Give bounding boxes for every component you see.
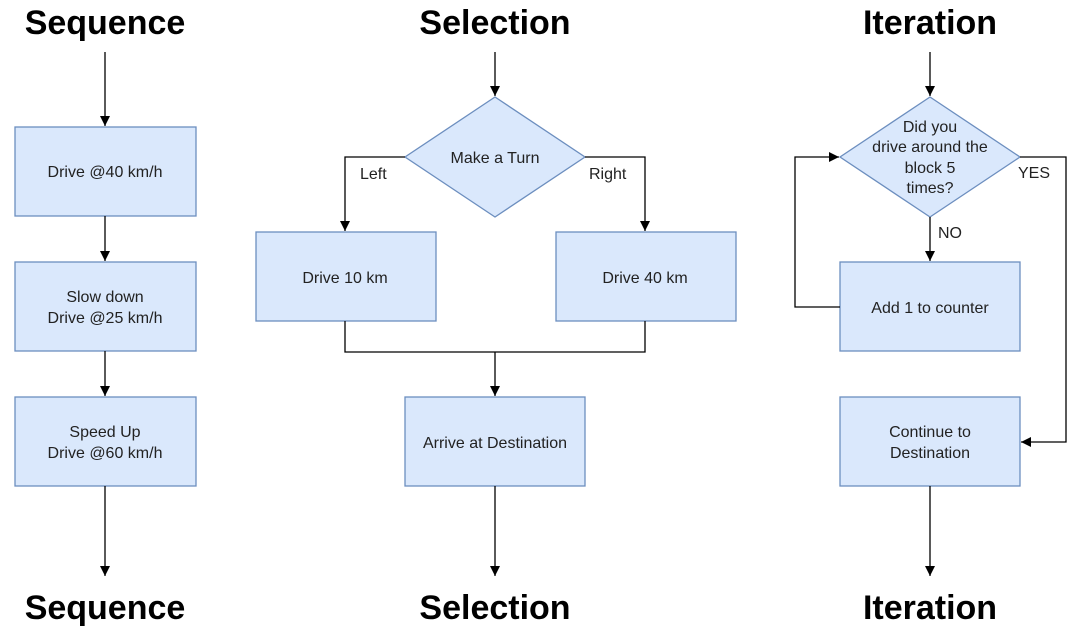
- iteration-decision-line-4: times?: [906, 180, 953, 197]
- iteration-end-box-line-2: Destination: [890, 445, 970, 462]
- iteration-decision-line-1: Did you: [903, 119, 957, 136]
- selection-column: Selection Make a Turn Left Right Drive 1…: [255, 4, 737, 627]
- selection-end-box-label: Arrive at Destination: [423, 435, 567, 452]
- iteration-decision-line-3: block 5: [905, 160, 956, 177]
- iteration-loop-box[interactable]: [839, 261, 1021, 352]
- selection-right-arrow: [585, 156, 650, 231]
- selection-merge-right-line: [495, 321, 646, 353]
- iteration-column: Iteration Did you drive around the block…: [794, 4, 1067, 627]
- selection-left-box-label: Drive 10 km: [302, 270, 387, 287]
- selection-left-box[interactable]: [255, 231, 437, 322]
- selection-right-label: Right: [589, 166, 627, 183]
- selection-decision-diamond[interactable]: [403, 96, 587, 218]
- iteration-decision-diamond[interactable]: [838, 96, 1022, 218]
- sequence-step-2-line-1: Slow down: [66, 289, 143, 306]
- iteration-decision-line-2: drive around the: [872, 139, 988, 156]
- sequence-step-3-box[interactable]: [14, 396, 197, 487]
- selection-end-box[interactable]: [404, 396, 586, 487]
- sequence-step-3-line-1: Speed Up: [69, 424, 140, 441]
- iteration-loop-back-arrow: [794, 152, 840, 308]
- selection-title-top: Selection: [419, 4, 570, 42]
- sequence-step-2-line-2: Drive @25 km/h: [48, 310, 163, 327]
- sequence-step-1-label: Drive @40 km/h: [48, 164, 163, 181]
- iteration-yes-label: YES: [1018, 165, 1050, 182]
- selection-decision-label: Make a Turn: [451, 150, 540, 167]
- selection-merge-left-line: [344, 321, 495, 353]
- iteration-title-bottom: Iteration: [863, 589, 997, 627]
- iteration-no-label: NO: [938, 225, 962, 242]
- selection-left-label: Left: [360, 166, 387, 183]
- iteration-yes-arrow: [1020, 156, 1067, 447]
- sequence-title-bottom: Sequence: [25, 589, 186, 627]
- selection-left-arrow: [340, 156, 405, 231]
- selection-right-box-label: Drive 40 km: [602, 270, 687, 287]
- sequence-title-top: Sequence: [25, 4, 186, 42]
- iteration-end-box-line-1: Continue to: [889, 424, 971, 441]
- selection-title-bottom: Selection: [419, 589, 570, 627]
- selection-right-box[interactable]: [555, 231, 737, 322]
- sequence-column: Sequence Drive @40 km/h Slow down Drive …: [14, 4, 197, 627]
- iteration-title-top: Iteration: [863, 4, 997, 42]
- sequence-step-3-line-2: Drive @60 km/h: [48, 445, 163, 462]
- sequence-step-2-box[interactable]: [14, 261, 197, 352]
- iteration-loop-box-label: Add 1 to counter: [871, 300, 989, 317]
- iteration-end-box[interactable]: [839, 396, 1021, 487]
